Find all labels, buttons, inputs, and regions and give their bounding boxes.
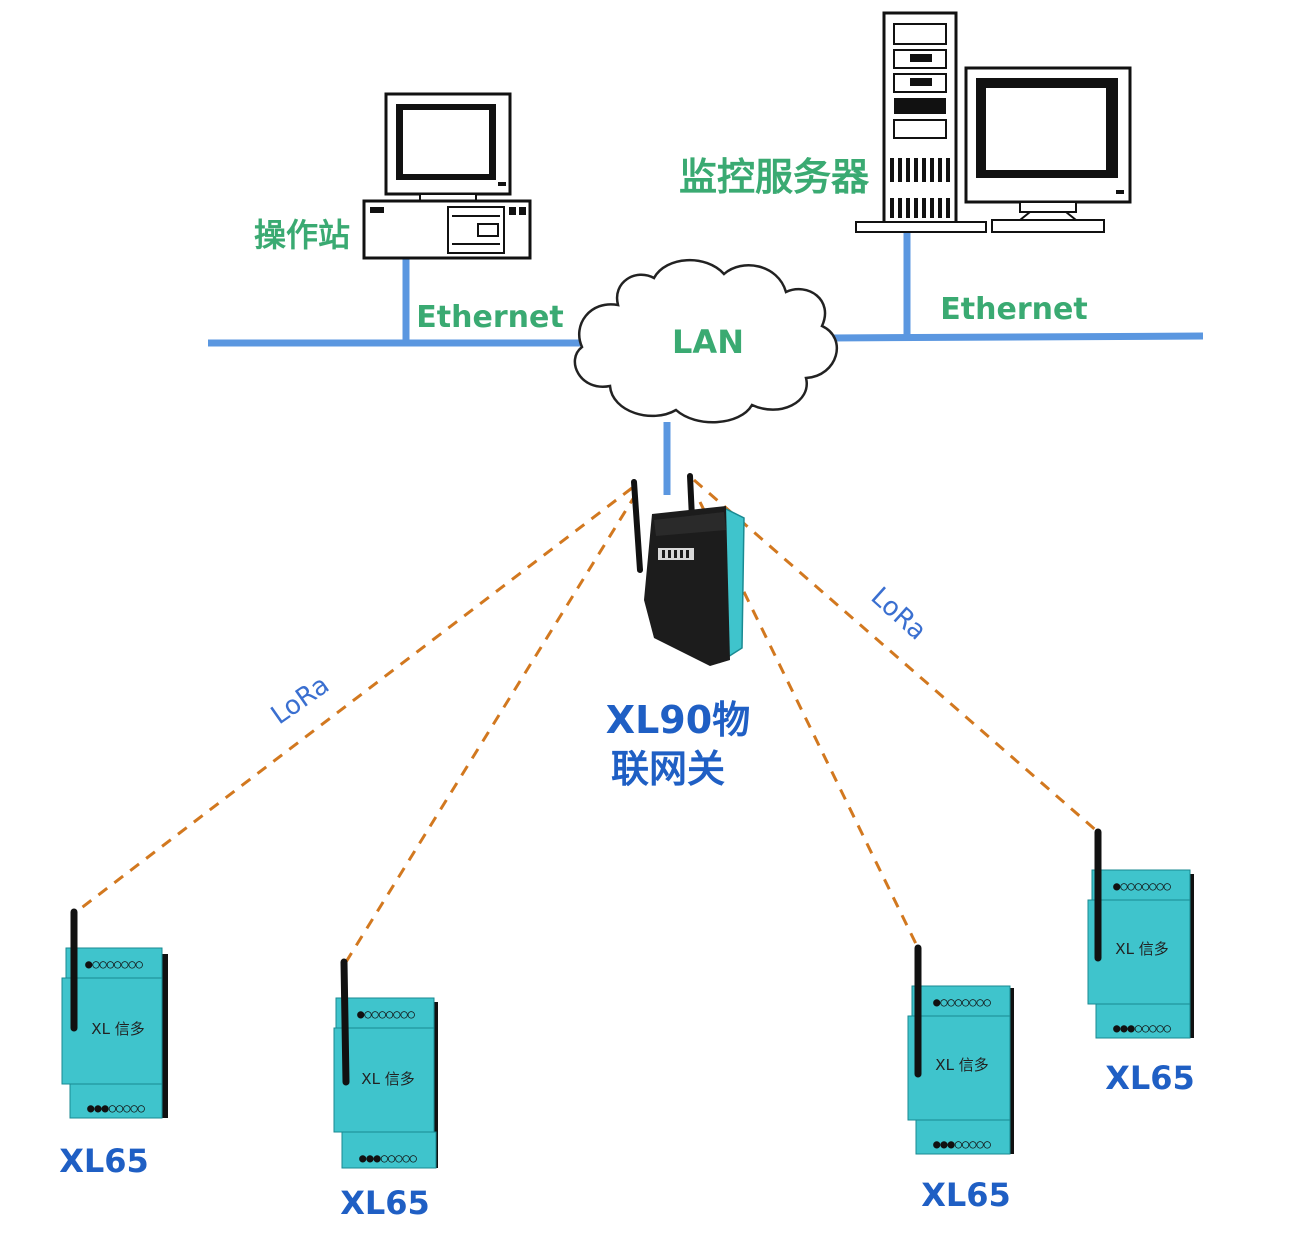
lora-link-node-1: [75, 486, 633, 914]
node-4-label: XL65: [1105, 1059, 1195, 1097]
lan-cloud-icon: [573, 259, 839, 424]
svg-text:●●●○○○○○: ●●●○○○○○: [359, 1151, 417, 1165]
svg-text:●○○○○○○○: ●○○○○○○○: [85, 957, 143, 971]
lan-label: LAN: [672, 323, 744, 361]
node-2-antenna: [340, 958, 350, 1086]
svg-text:●○○○○○○○: ●○○○○○○○: [933, 995, 991, 1009]
ethernet-label-left: Ethernet: [416, 300, 563, 335]
lora-label-right: LoRa: [865, 582, 932, 647]
operator-station-computer-icon: [362, 92, 532, 260]
ethernet-bus-right: [829, 332, 1204, 342]
monitor-server-label: 监控服务器: [679, 155, 870, 199]
xl65-node-1: ●○○○○○○○ XL 信多 ●●●○○○○○: [61, 908, 168, 1119]
operator-station-label: 操作站: [254, 216, 350, 254]
node-3-panel-text: XL 信多: [935, 1056, 988, 1074]
node-3-label: XL65: [921, 1176, 1011, 1214]
xl90-gateway-device: [631, 473, 745, 666]
node-2-panel-text: XL 信多: [361, 1070, 414, 1088]
node-2-label: XL65: [340, 1184, 430, 1222]
svg-text:●○○○○○○○: ●○○○○○○○: [1113, 879, 1171, 893]
svg-text:●●●○○○○○: ●●●○○○○○: [1113, 1021, 1171, 1035]
lora-link-node-2: [344, 493, 638, 963]
monitor-server-icon: [855, 11, 1132, 233]
gateway-label-line1: XL90物: [606, 698, 750, 742]
xl65-node-3: ●○○○○○○○ XL 信多 ●●●○○○○○: [907, 944, 1014, 1155]
ethernet-label-right: Ethernet: [940, 292, 1087, 327]
node-4-panel-text: XL 信多: [1115, 940, 1168, 958]
xl65-node-2: ●○○○○○○○ XL 信多 ●●●○○○○○: [333, 958, 438, 1169]
node-1-label: XL65: [59, 1142, 149, 1180]
svg-text:●●●○○○○○: ●●●○○○○○: [933, 1137, 991, 1151]
node-1-panel-text: XL 信多: [91, 1020, 144, 1038]
lora-link-node-4: [693, 478, 1099, 834]
gateway-label-line2: 联网关: [611, 747, 725, 791]
svg-text:●●●○○○○○: ●●●○○○○○: [87, 1101, 145, 1115]
gateway-antenna-left: [631, 479, 643, 573]
xl65-node-4: ●○○○○○○○ XL 信多 ●●●○○○○○: [1087, 828, 1194, 1039]
svg-text:●○○○○○○○: ●○○○○○○○: [357, 1007, 415, 1021]
